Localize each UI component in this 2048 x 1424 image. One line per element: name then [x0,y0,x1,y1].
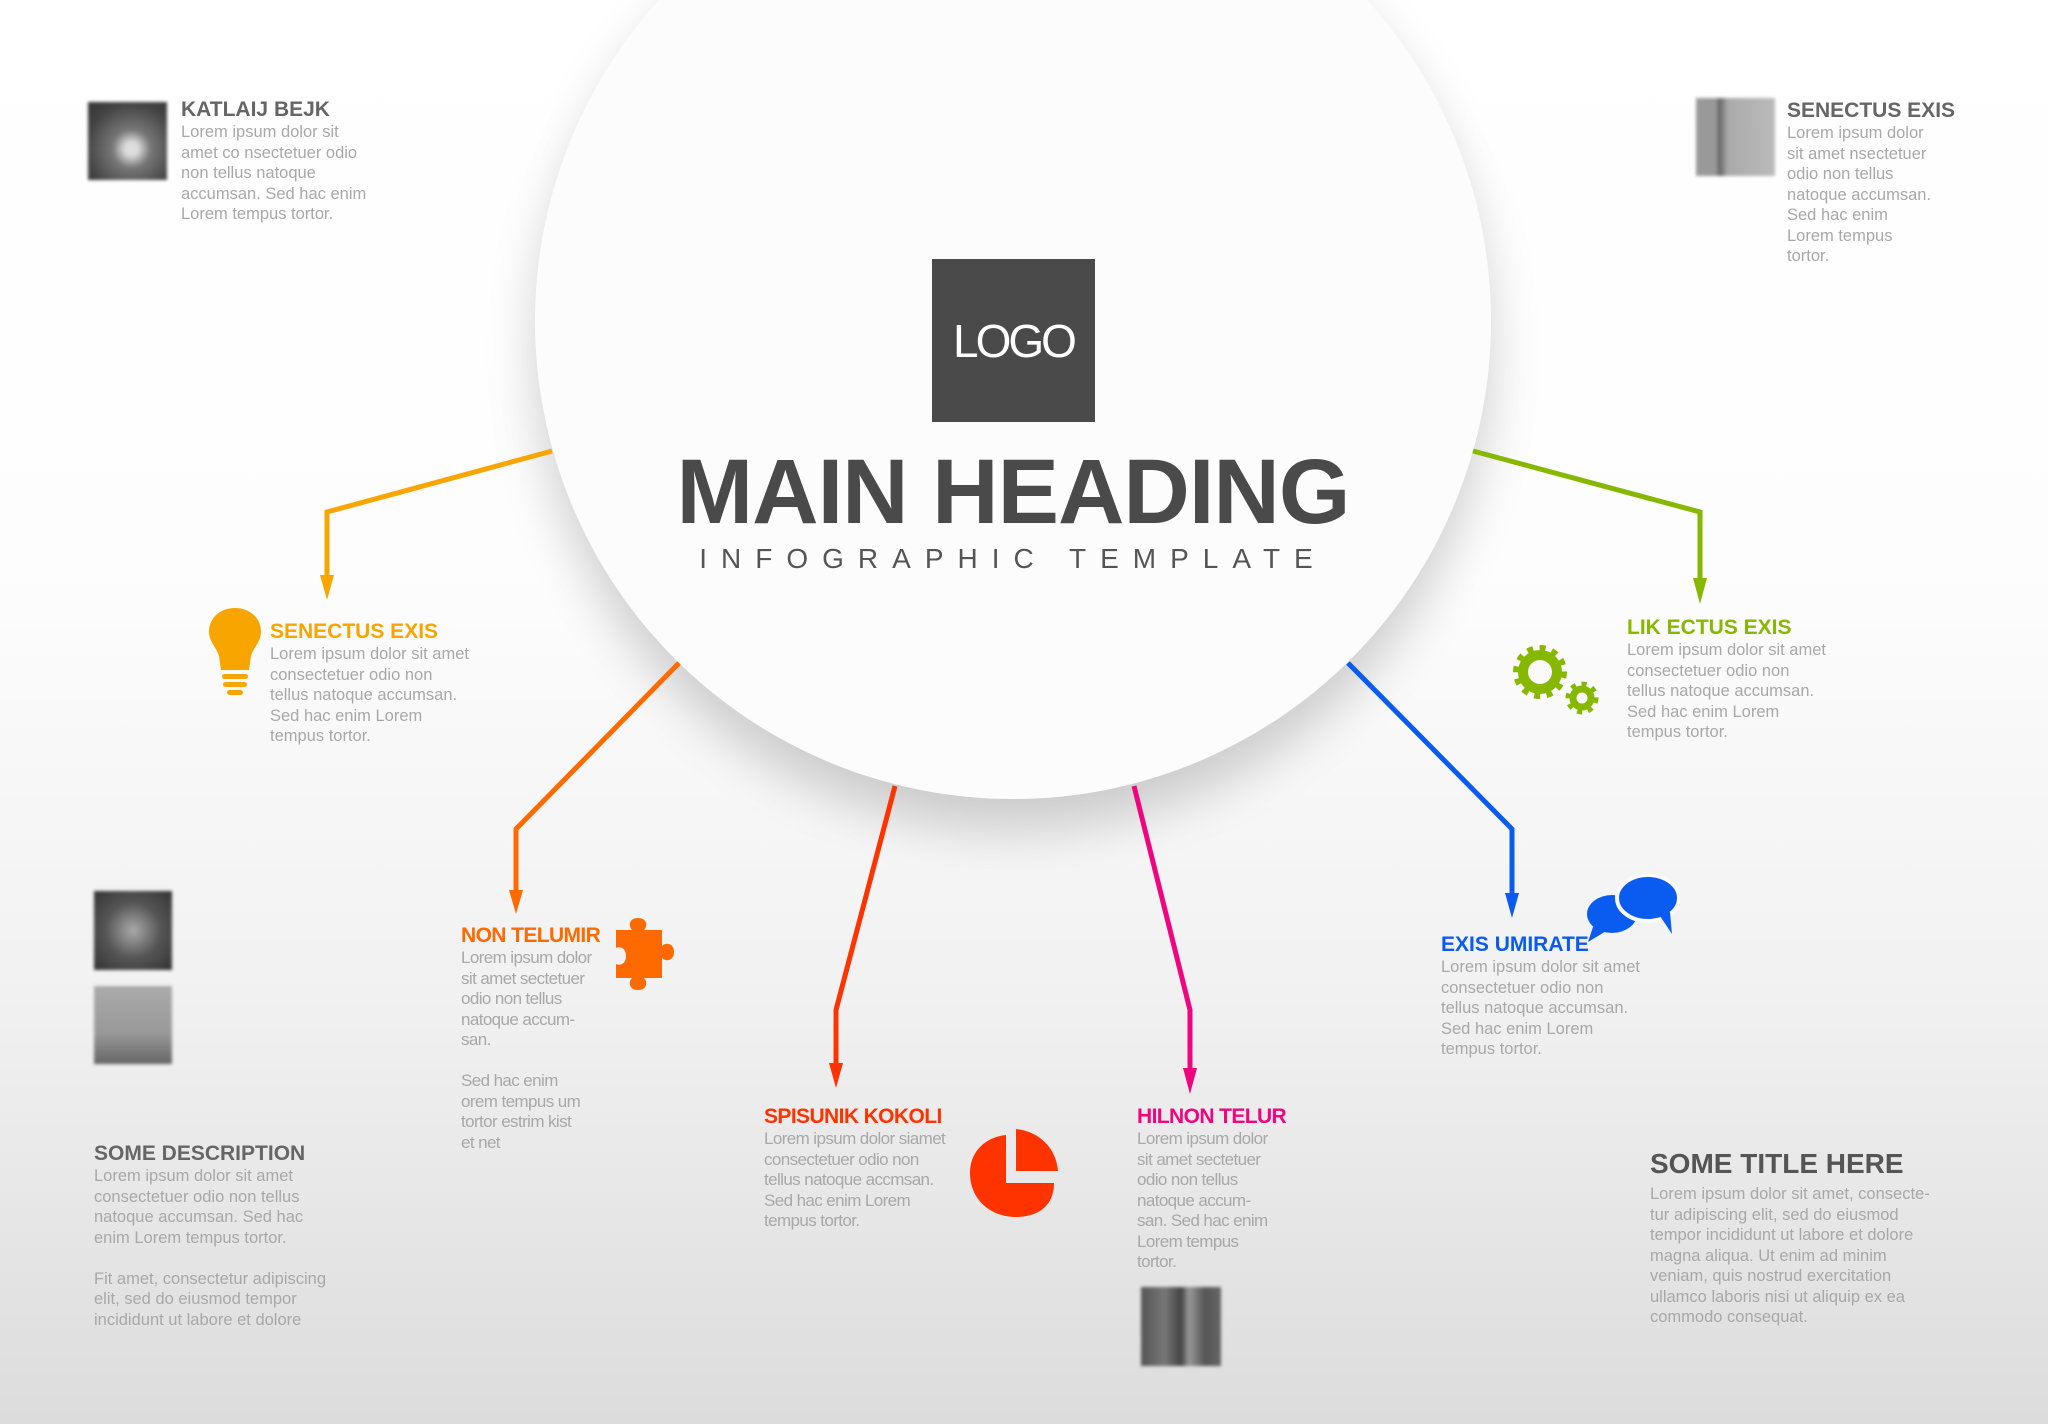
connector-red [833,785,898,1070]
thumbnail-image [1696,98,1775,176]
description-title: SOME DESCRIPTION [94,1142,306,1165]
arrow-head-orange [509,890,523,914]
item-body: Lorem ipsum dolor sit amet consectetuer … [1441,958,1640,1058]
arrow-head-pink [1183,1068,1197,1094]
corner-block-top-right: SENECTUS EXIS Lorem ipsum dolor sit amet… [1787,99,1955,267]
corner-block-top-left: KATLAIJ BEJK Lorem ipsum dolor sit amet … [181,98,366,225]
some-title-block: SOME TITLE HERE Lorem ipsum dolor sit am… [1650,1148,1930,1328]
item-title: SENECTUS EXIS [270,620,439,643]
item-body: Lorem ipsum dolor sit amet sectetuer odi… [461,948,592,1152]
gears-icon [1513,645,1599,715]
block-title: SENECTUS EXIS [1787,99,1956,122]
block-body: Lorem ipsum dolor sit amet nsectetuer od… [1787,124,1932,265]
lightbulb-icon [209,608,261,695]
description-body: Lorem ipsum dolor sit amet consectetuer … [94,1167,327,1329]
item-body: Lorem ipsum dolor sit amet consectetuer … [270,645,469,745]
block-title: KATLAIJ BEJK [181,98,330,121]
item-title: LIK ECTUS EXIS [1627,616,1792,639]
arrow-head-red [829,1063,843,1088]
item-title: EXIS UMIRATE [1441,933,1589,956]
item-title: HILNON TELUR [1137,1105,1287,1128]
item-body: Lorem ipsum dolor siamet consectetuer od… [764,1129,946,1230]
connector-orange [513,661,681,895]
connector-pink [1131,785,1193,1075]
arrow-head-yellow [320,575,334,600]
block-body: Lorem ipsum dolor sit amet co nsectetuer… [181,123,367,223]
item-title: SPISUNIK KOKOLI [764,1105,942,1128]
pie-chart-icon [970,1129,1058,1217]
item-senectus-exis: SENECTUS EXIS Lorem ipsum dolor sit amet… [270,620,469,747]
chat-bubbles-icon [1587,874,1680,942]
item-spisunik-kokoli: SPISUNIK KOKOLI Lorem ipsum dolor siamet… [764,1105,946,1232]
arrow-head-blue [1505,893,1519,918]
arrow-head-green [1693,578,1707,604]
thumbnail-image [1141,1287,1221,1366]
connector-green [1472,448,1703,585]
description-block: SOME DESCRIPTION Lorem ipsum dolor sit a… [94,1142,326,1330]
logo: LOGO [932,259,1095,422]
some-title-heading: SOME TITLE HERE [1650,1148,1904,1179]
main-heading: MAIN HEADING [676,441,1351,543]
some-title-body: Lorem ipsum dolor sit amet, consecte- tu… [1650,1185,1930,1326]
subtitle: INFOGRAPHIC TEMPLATE [699,543,1327,574]
item-body: Lorem ipsum dolor sit amet consectetuer … [1627,641,1826,741]
thumbnail-image [94,986,172,1064]
item-non-telumir: NON TELUMIR Lorem ipsum dolor sit amet s… [461,924,601,1153]
connector-blue [1346,661,1515,900]
thumbnail-image [94,891,172,970]
puzzle-icon [616,918,674,990]
item-lik-ectus-exis: LIK ECTUS EXIS Lorem ipsum dolor sit ame… [1627,616,1826,743]
item-title: NON TELUMIR [461,924,601,947]
item-hilnon-telur: HILNON TELUR Lorem ipsum dolor sit amet … [1137,1105,1287,1273]
connector-yellow [324,448,553,580]
thumbnail-image [88,102,167,180]
item-body: Lorem ipsum dolor sit amet sectetuer odi… [1137,1129,1268,1271]
item-exis-umirate: EXIS UMIRATE Lorem ipsum dolor sit amet … [1441,933,1640,1060]
